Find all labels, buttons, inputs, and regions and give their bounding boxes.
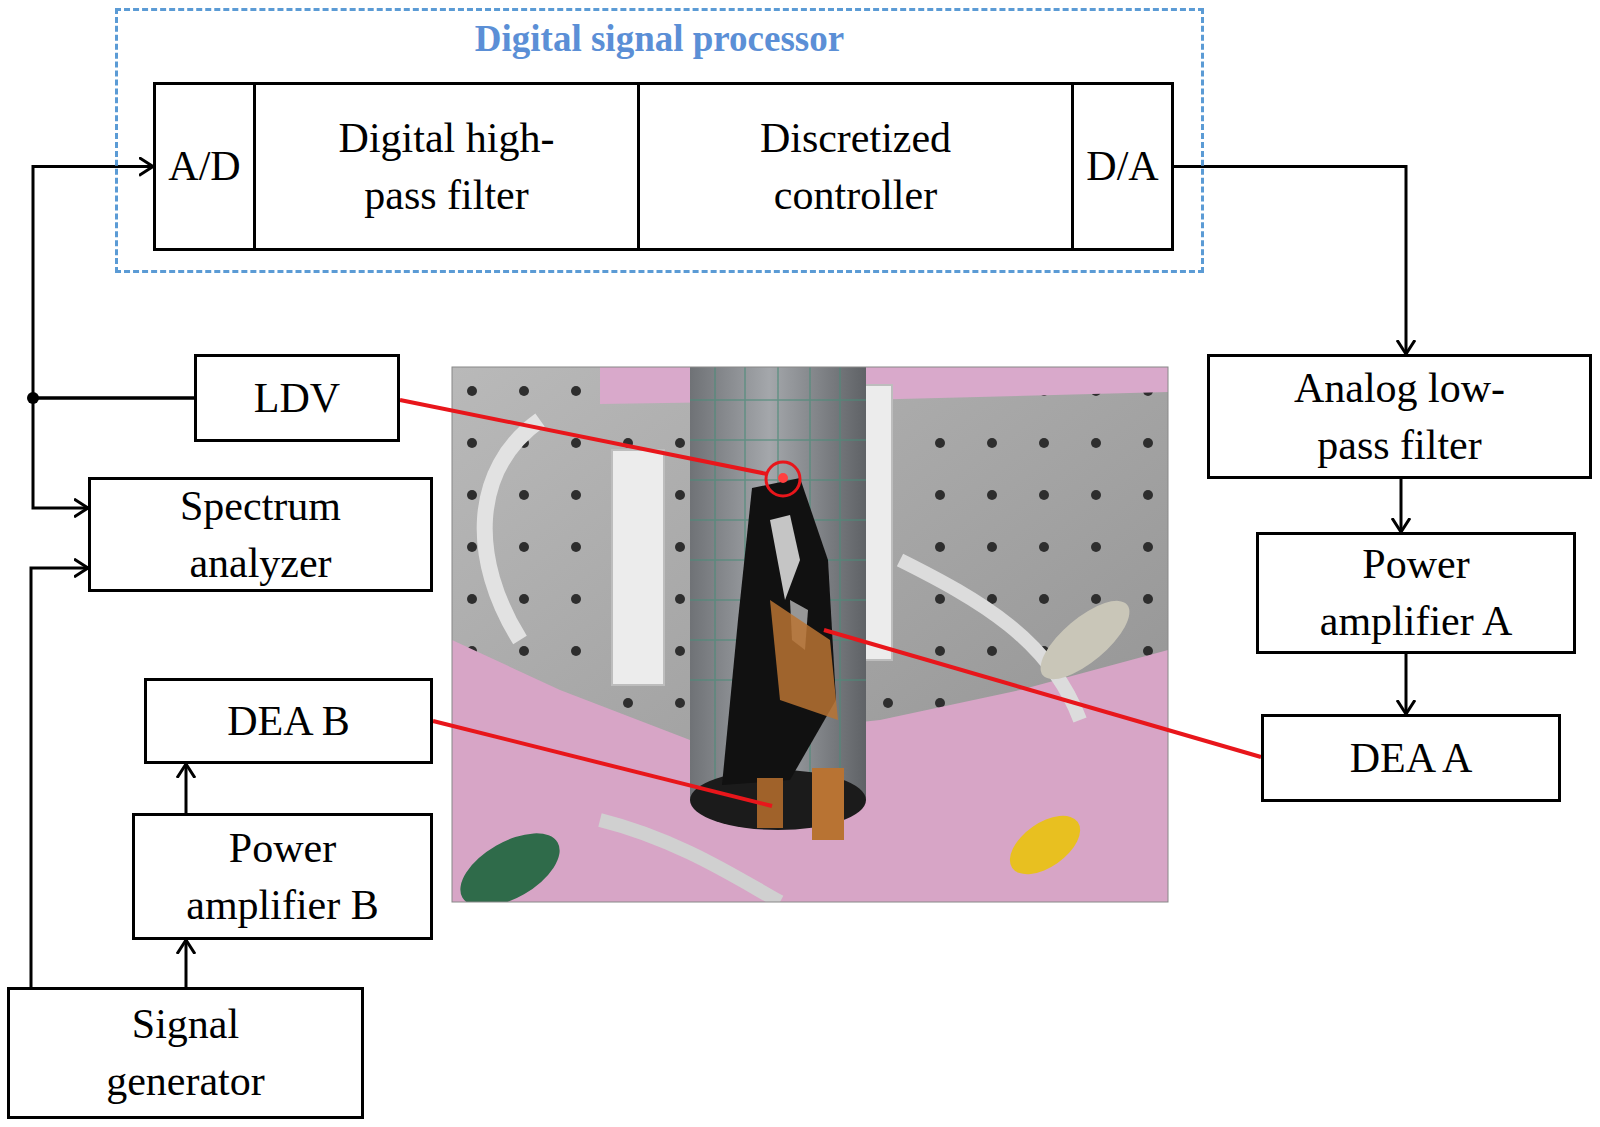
signal-arrow — [1405, 654, 1408, 714]
controller-box: Discretized controller — [637, 82, 1074, 251]
processor-group: A/D Digital high-pass filter Discretized c… — [115, 8, 1204, 273]
signal-arrow — [33, 398, 194, 508]
signal-arrow — [185, 940, 188, 987]
photo-frame — [452, 367, 1168, 902]
signal-arrow — [1174, 167, 1406, 355]
amplifier-box: Power amplifier B — [132, 813, 433, 940]
label-wrap: A/D — [168, 138, 240, 195]
block-label: Digital high-pass filter — [307, 110, 587, 223]
group-title: Digital signal processor — [118, 17, 1201, 61]
label-wrap: Power amplifier A — [1301, 536, 1531, 649]
amplifier-box: Power amplifier A — [1256, 532, 1576, 654]
sensor-box: LDV — [194, 354, 400, 442]
probe-clip — [1029, 588, 1142, 692]
label-wrap: Analog low-pass filter — [1265, 360, 1535, 473]
block-label: LDV — [254, 370, 340, 427]
label-wrap: Power amplifier B — [168, 820, 398, 933]
leader-line — [824, 630, 1261, 757]
signal-arrow — [185, 764, 188, 813]
block-label: A/D — [168, 138, 240, 195]
instrument-box: Spectrum analyzer — [88, 477, 433, 592]
optical-table — [452, 367, 1168, 902]
yellow-clip — [1000, 804, 1091, 886]
block-label: Power amplifier A — [1301, 536, 1531, 649]
converter-box: A/D — [153, 82, 256, 251]
block-label: Power amplifier B — [168, 820, 398, 933]
leader-lines — [400, 400, 1261, 806]
label-wrap: Signal generator — [76, 996, 296, 1109]
label-wrap: DEA B — [227, 693, 350, 750]
label-wrap: Discretized controller — [696, 110, 1016, 223]
label-wrap: D/A — [1086, 138, 1158, 195]
signal-arrow — [31, 568, 88, 987]
table-holes — [452, 367, 1168, 902]
block-label: Signal generator — [76, 996, 296, 1109]
cylinder-grid — [690, 367, 866, 800]
block-label: Discretized controller — [696, 110, 1016, 223]
block-label: DEA A — [1350, 730, 1473, 787]
actuator-box: DEA B — [144, 678, 433, 764]
copper-electrode — [770, 600, 838, 720]
foil-strip — [485, 420, 540, 640]
block-label: DEA B — [227, 693, 350, 750]
label-wrap: DEA A — [1350, 730, 1473, 787]
support-rail — [612, 450, 664, 685]
laser-marker-ring — [766, 462, 800, 496]
signal-arrow — [33, 167, 194, 399]
green-clip — [452, 818, 572, 902]
label-wrap: Digital high-pass filter — [307, 110, 587, 223]
leader-line — [400, 400, 767, 474]
foil-strip — [600, 820, 780, 902]
actuator-box: DEA A — [1261, 714, 1561, 802]
copper-tab — [812, 768, 844, 840]
cylinder-shell — [690, 367, 866, 800]
signal-arrow — [1400, 479, 1403, 532]
filter-box: Digital high-pass filter — [253, 82, 640, 251]
block-label: Analog low-pass filter — [1265, 360, 1535, 473]
filter-box: Analog low-pass filter — [1207, 354, 1592, 479]
connector-layer — [31, 167, 1406, 988]
laser-spot — [778, 473, 788, 483]
converter-box: D/A — [1071, 82, 1174, 251]
label-wrap: Spectrum analyzer — [136, 478, 386, 591]
label-wrap: LDV — [254, 370, 340, 427]
leader-line — [433, 721, 772, 806]
block-label: D/A — [1086, 138, 1158, 195]
block-label: Spectrum analyzer — [136, 478, 386, 591]
photo-illustration — [452, 367, 1168, 902]
instrument-box: Signal generator — [7, 987, 364, 1119]
glossy-spot — [770, 515, 800, 600]
